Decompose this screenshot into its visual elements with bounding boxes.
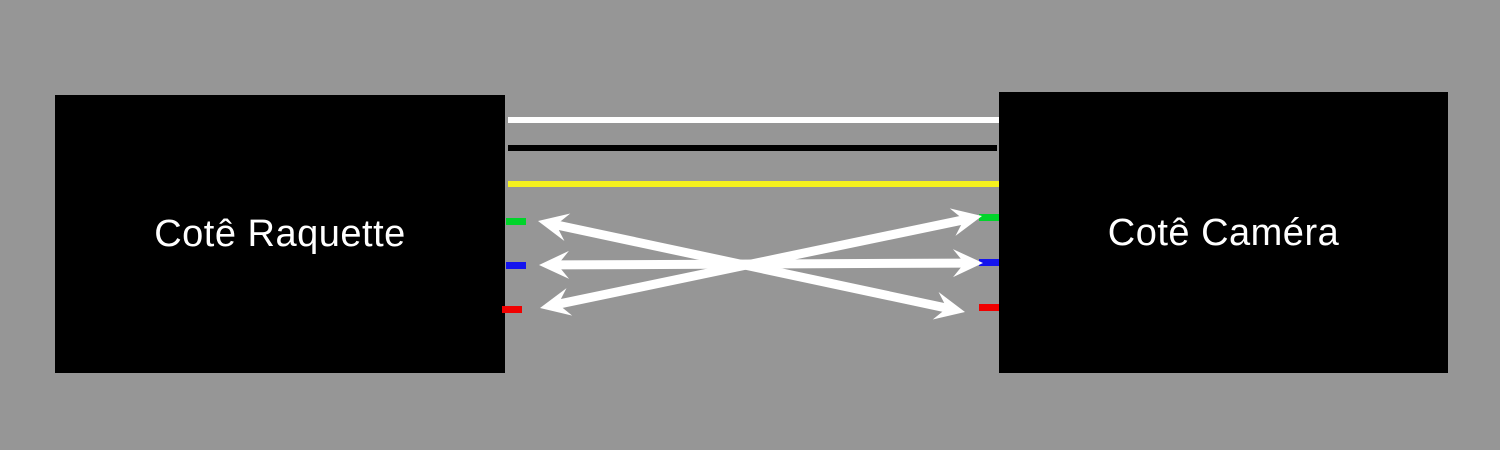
endpoint-box-left: Cotê Raquette xyxy=(55,95,505,373)
red-left-to-green-right-head-end xyxy=(949,208,982,236)
white-wire xyxy=(508,117,999,123)
red-left-to-green-right-shaft xyxy=(556,215,966,309)
endpoint-label-left: Cotê Raquette xyxy=(154,213,406,255)
red-left-to-green-right-head-start xyxy=(540,288,573,316)
green-stub-left xyxy=(506,218,526,225)
green-left-to-red-right-head-end xyxy=(932,292,965,320)
black-wire xyxy=(508,145,997,151)
endpoint-label-right: Cotê Caméra xyxy=(1107,211,1340,254)
endpoint-box-right: Cotê Caméra xyxy=(999,92,1448,373)
green-stub-right xyxy=(979,214,999,221)
red-stub-right xyxy=(979,304,999,311)
blue-stub-left xyxy=(506,262,526,269)
green-left-to-red-right-head-start xyxy=(538,213,571,241)
yellow-wire xyxy=(508,181,999,187)
blue-left-to-blue-right-shaft xyxy=(556,258,966,270)
red-stub-left xyxy=(502,306,522,313)
blue-left-to-blue-right-head-start xyxy=(539,250,570,279)
blue-stub-right xyxy=(979,259,999,266)
green-left-to-red-right-shaft xyxy=(554,220,949,313)
